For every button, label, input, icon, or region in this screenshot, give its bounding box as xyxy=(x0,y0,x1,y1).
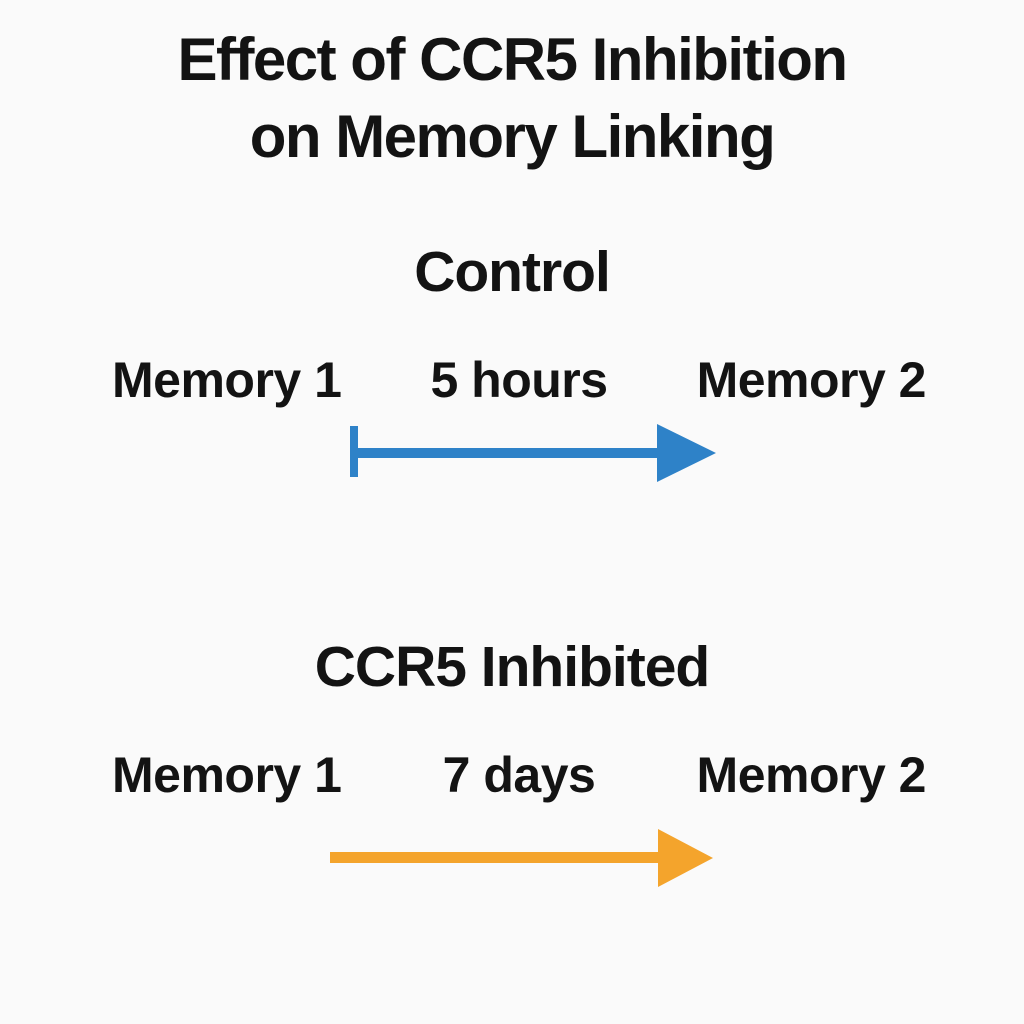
control-memory1-label: Memory 1 xyxy=(112,352,342,408)
control-arrow-head xyxy=(657,424,716,482)
control-interval-label: 5 hours xyxy=(430,352,608,408)
inhibited-interval-label: 7 days xyxy=(442,747,596,803)
diagram-title-line2: on Memory Linking xyxy=(249,103,776,170)
inhibited-memory2-label: Memory 2 xyxy=(696,747,927,803)
control-label-row: Memory 1 5 hours Memory 2 xyxy=(112,351,927,409)
inhibited-arrow-shaft xyxy=(330,852,665,863)
control-memory2-label: Memory 2 xyxy=(696,352,927,408)
control-section-heading: Control xyxy=(414,240,611,304)
inhibited-label-row: Memory 1 7 days Memory 2 xyxy=(112,746,926,804)
inhibited-memory1-label: Memory 1 xyxy=(112,747,342,803)
control-timeline-arrow-icon xyxy=(350,424,716,482)
diagram-title-line1: Effect of CCR5 Inhibition xyxy=(177,26,848,93)
diagram-title: Effect of CCR5 Inhibition on Memory Link… xyxy=(0,21,1024,175)
inhibited-arrow-head xyxy=(658,829,713,887)
inhibited-timeline-arrow-icon xyxy=(330,829,713,887)
control-arrow-shaft xyxy=(350,448,662,458)
inhibited-section-heading: CCR5 Inhibited xyxy=(314,635,711,699)
